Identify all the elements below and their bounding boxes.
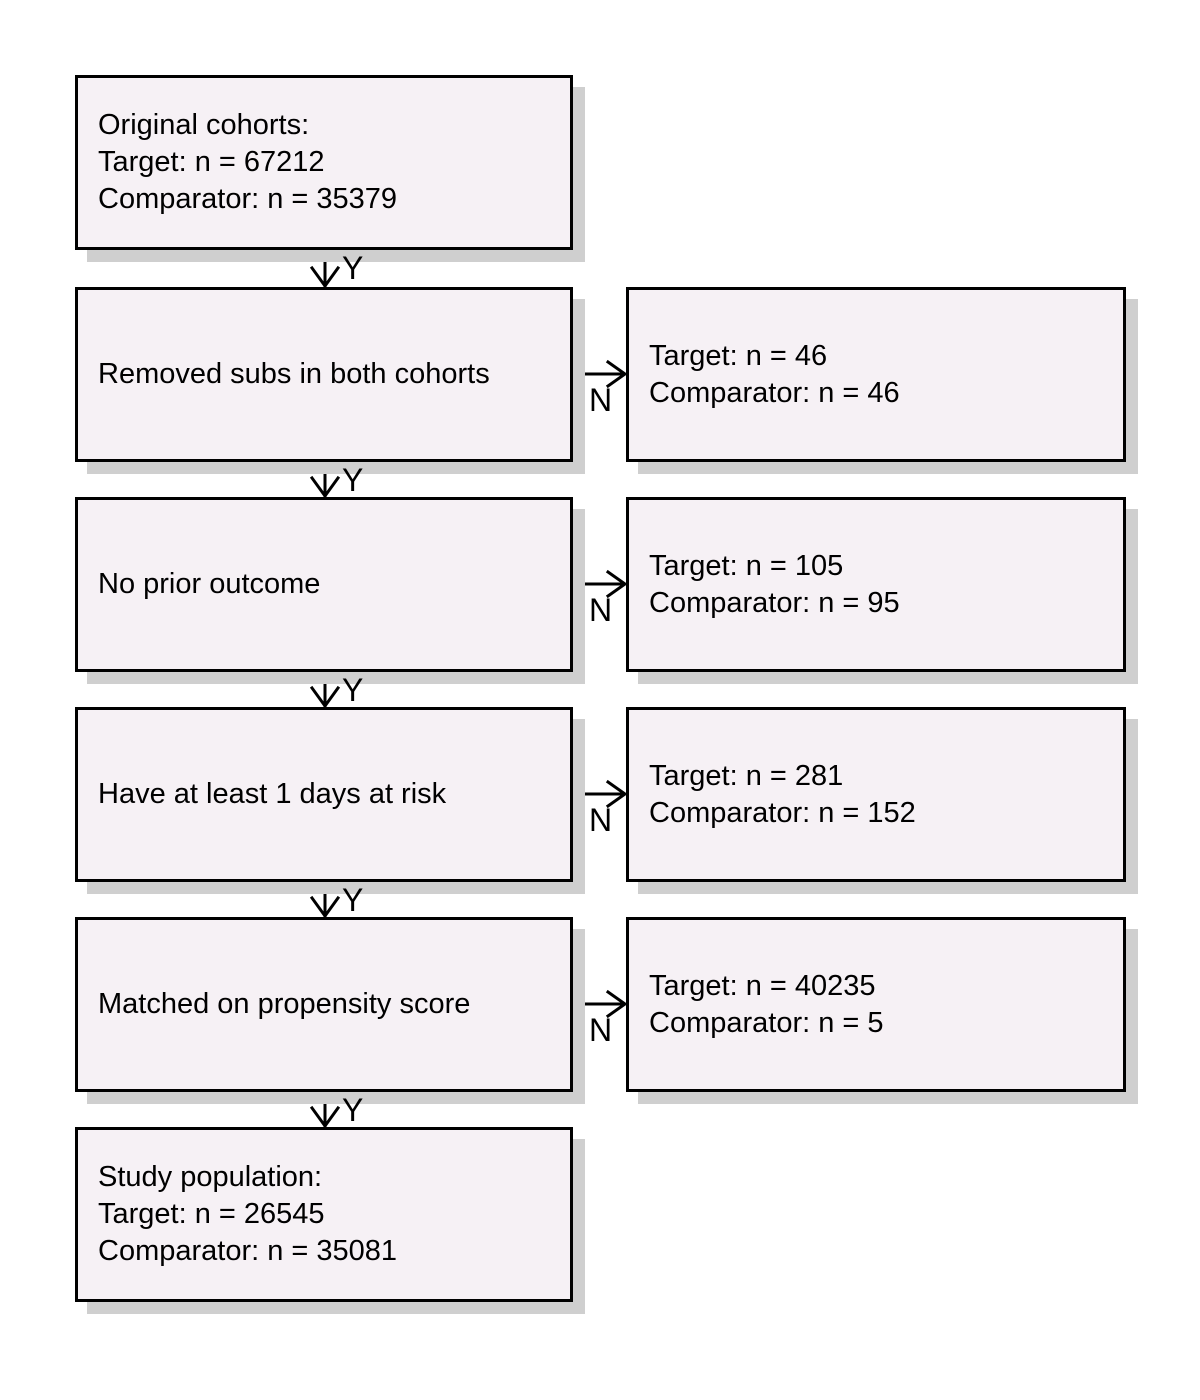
node-days-at-risk-excluded: Target: n = 281 Comparator: n = 152 (626, 707, 1126, 882)
node-text-line: Study population: (98, 1161, 323, 1193)
node-text-line: Comparator: n = 95 (649, 586, 900, 619)
node-text-line: Target: n = 26545 (98, 1198, 325, 1230)
node-text-line: Comparator: n = 46 (649, 376, 900, 409)
edge-label-yes-1: Y (342, 250, 364, 286)
node-days-at-risk: Have at least 1 days at risk (75, 707, 573, 882)
node-removed-subs-excluded: Target: n = 46 Comparator: n = 46 (626, 287, 1126, 462)
node-text-line: Original cohorts: (98, 109, 310, 141)
node-text-line: Comparator: n = 5 (649, 1006, 884, 1039)
yes-arrow-1 (309, 248, 341, 289)
node-original-cohorts: Original cohorts: Target: n = 67212 Comp… (75, 75, 573, 250)
node-text-line: Target: n = 281 (649, 759, 844, 792)
edge-label-yes-3: Y (342, 672, 364, 708)
node-text-line: Target: n = 105 (649, 549, 844, 582)
node-no-prior-outcome-excluded: Target: n = 105 Comparator: n = 95 (626, 497, 1126, 672)
yes-arrow-4 (309, 880, 341, 919)
node-text-line: Have at least 1 days at risk (98, 778, 447, 810)
edge-label-no-3: N (589, 802, 613, 838)
edge-label-no-2: N (589, 592, 613, 628)
node-removed-subs: Removed subs in both cohorts (75, 287, 573, 462)
edge-label-yes-4: Y (342, 882, 364, 918)
node-text-line: Target: n = 40235 (649, 969, 876, 1002)
node-text-line: Target: n = 46 (649, 339, 828, 372)
node-text-line: Target: n = 67212 (98, 146, 325, 178)
node-matched-propensity-excluded: Target: n = 40235 Comparator: n = 5 (626, 917, 1126, 1092)
yes-arrow-3 (309, 670, 341, 709)
edge-label-yes-5: Y (342, 1092, 364, 1128)
node-no-prior-outcome: No prior outcome (75, 497, 573, 672)
node-text-line: Matched on propensity score (98, 988, 471, 1020)
edge-label-yes-2: Y (342, 462, 364, 498)
node-text-line: Removed subs in both cohorts (98, 358, 490, 390)
edge-label-no-4: N (589, 1012, 613, 1048)
edge-label-no-1: N (589, 382, 613, 418)
node-text-line: Comparator: n = 35379 (98, 183, 398, 215)
yes-arrow-5 (309, 1090, 341, 1129)
node-matched-propensity: Matched on propensity score (75, 917, 573, 1092)
node-study-population: Study population: Target: n = 26545 Comp… (75, 1127, 573, 1302)
node-text-line: Comparator: n = 152 (649, 796, 916, 829)
node-text-line: No prior outcome (98, 568, 321, 600)
node-text-line: Comparator: n = 35081 (98, 1235, 398, 1267)
yes-arrow-2 (309, 460, 341, 499)
